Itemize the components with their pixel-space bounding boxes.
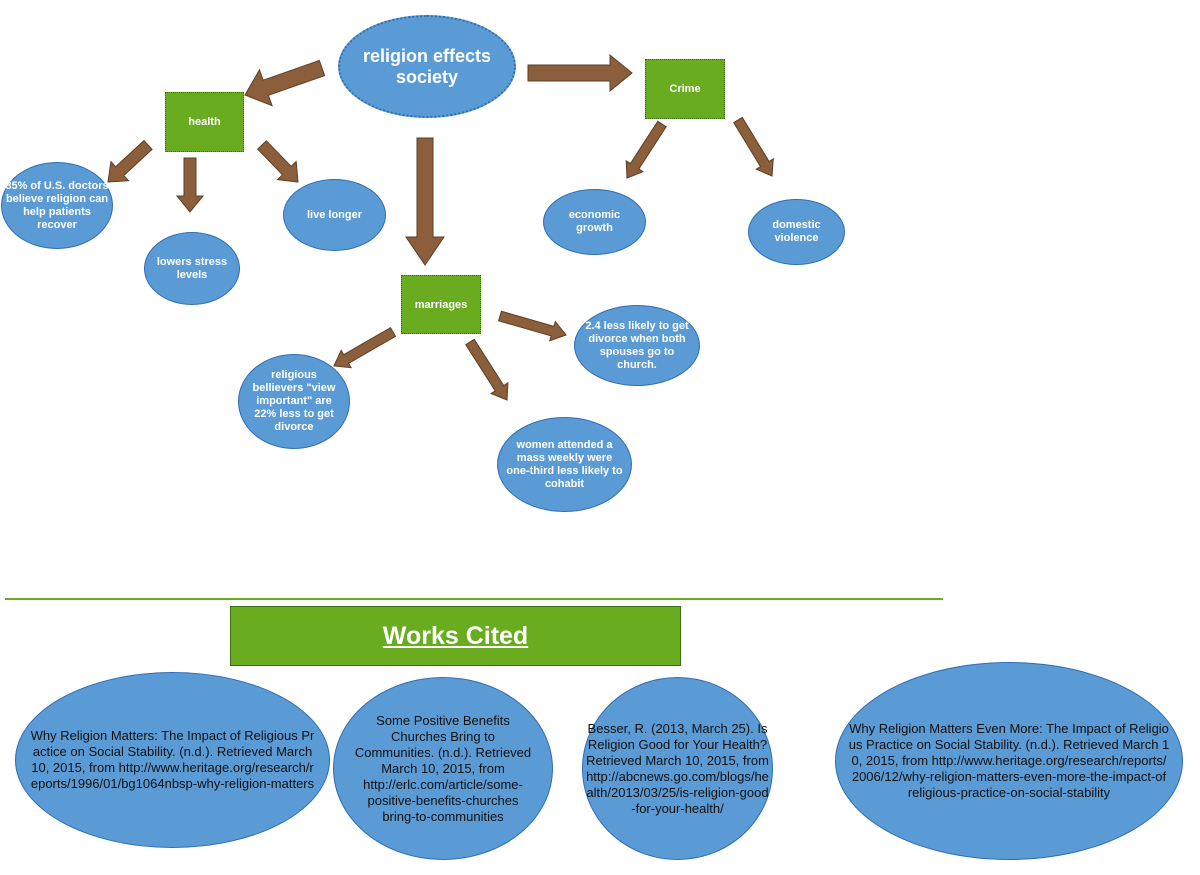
arrow-root-to-marriages [405, 137, 445, 266]
arrow-root-to-health [244, 59, 326, 107]
marriage-node-church: 2.4 less likely to get divorce when both… [574, 305, 700, 386]
arrow-health-to-stress [175, 157, 205, 213]
works-cited-title: Works Cited [230, 606, 681, 666]
arrow-marriages-to-church [497, 310, 567, 342]
citation-3: Besser, R. (2013, March 25). Is Religion… [582, 677, 773, 860]
health-node-longer: live longer [283, 179, 386, 251]
arrow-crime-to-domestic [733, 116, 774, 177]
category-health: health [165, 92, 244, 152]
category-marriages: marriages [401, 275, 481, 334]
arrow-health-to-doctors [107, 139, 153, 183]
divider-line [5, 598, 943, 600]
marriage-node-believers: religious bellievers "view important" ar… [238, 354, 350, 449]
crime-node-economic: economic growth [543, 189, 646, 255]
crime-node-domestic: domestic violence [748, 199, 845, 265]
citation-1: Why Religion Matters: The Impact of Reli… [15, 672, 330, 848]
citation-2: Some Positive Benefits Churches Bring to… [333, 677, 553, 860]
arrow-marriages-to-believers [333, 326, 397, 369]
arrow-marriages-to-women [465, 338, 509, 401]
root-node: religion effects society [338, 15, 516, 118]
arrow-crime-to-economic [625, 120, 667, 179]
arrow-health-to-longer [256, 140, 299, 183]
health-node-stress: lowers stress levels [144, 232, 240, 305]
health-node-doctors: 85% of U.S. doctors believe religion can… [1, 162, 113, 249]
arrow-root-to-crime [527, 53, 633, 93]
citation-4: Why Religion Matters Even More: The Impa… [835, 662, 1183, 860]
marriage-node-women: women attended a mass weekly were one-th… [497, 417, 632, 512]
category-crime: Crime [645, 59, 725, 119]
